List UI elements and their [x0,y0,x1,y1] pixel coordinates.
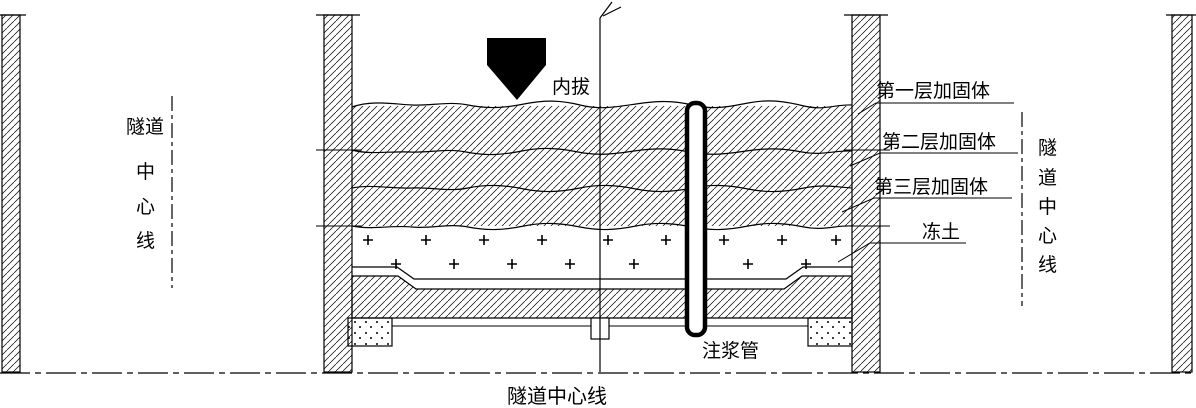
label-layer1: 第一层加固体 [876,80,990,102]
leader-frozen-soil [837,242,966,263]
left-centerline-label: 隧道 中 心 线 [126,116,164,252]
layer-boundary-wall-ticks [316,149,890,227]
left-centerline-char-0: 隧道 [126,116,164,138]
reinforcement-layers-hatch [352,106,852,226]
excavation-center-line [599,1,622,372]
label-layer3: 第三层加固体 [874,176,988,198]
outer-wall-right [1171,14,1193,373]
slab-footing-left [347,317,393,347]
outer-wall-left [1,14,21,373]
layer-boundary-line-1 [351,147,853,156]
right-centerline-char-0: 隧 [1038,137,1057,159]
grouting-pipe [684,100,708,338]
right-centerline-char-3: 心 [1038,226,1057,247]
left-centerline-char-3: 线 [136,230,155,252]
left-centerline-char-1: 中 [136,161,155,183]
shaft-wall-left [323,14,353,373]
leader-layer3 [841,197,1012,213]
right-centerline-label: 隧 道 中 心 线 [1038,137,1057,276]
ground-surface-line [351,100,853,109]
right-centerline-char-4: 线 [1038,254,1057,276]
layer-boundary-line-3 [351,222,853,231]
right-centerline-char-2: 中 [1038,196,1057,218]
layer-boundary-line-2 [351,184,853,193]
bottom-centerline-label: 隧道中心线 [507,385,607,408]
right-centerline-char-1: 道 [1038,167,1057,189]
leader-layer1 [857,102,1014,115]
label-frozen-soil: 冻土 [922,221,960,243]
slab-top-line-outer [352,266,852,280]
label-grouting-pipe: 注浆管 [702,340,759,362]
base-slab-hatched-band [351,275,853,319]
frozen-soil-plus-marks [363,235,841,269]
label-layer2: 第二层加固体 [882,131,996,153]
left-centerline-char-2: 心 [136,197,155,218]
shaft-wall-right [851,14,881,373]
leader-layer2 [849,152,1018,167]
slab-footing-right [807,317,853,347]
label-inner-pull: 内拔 [552,76,590,98]
funnel-marker-icon [487,38,546,100]
